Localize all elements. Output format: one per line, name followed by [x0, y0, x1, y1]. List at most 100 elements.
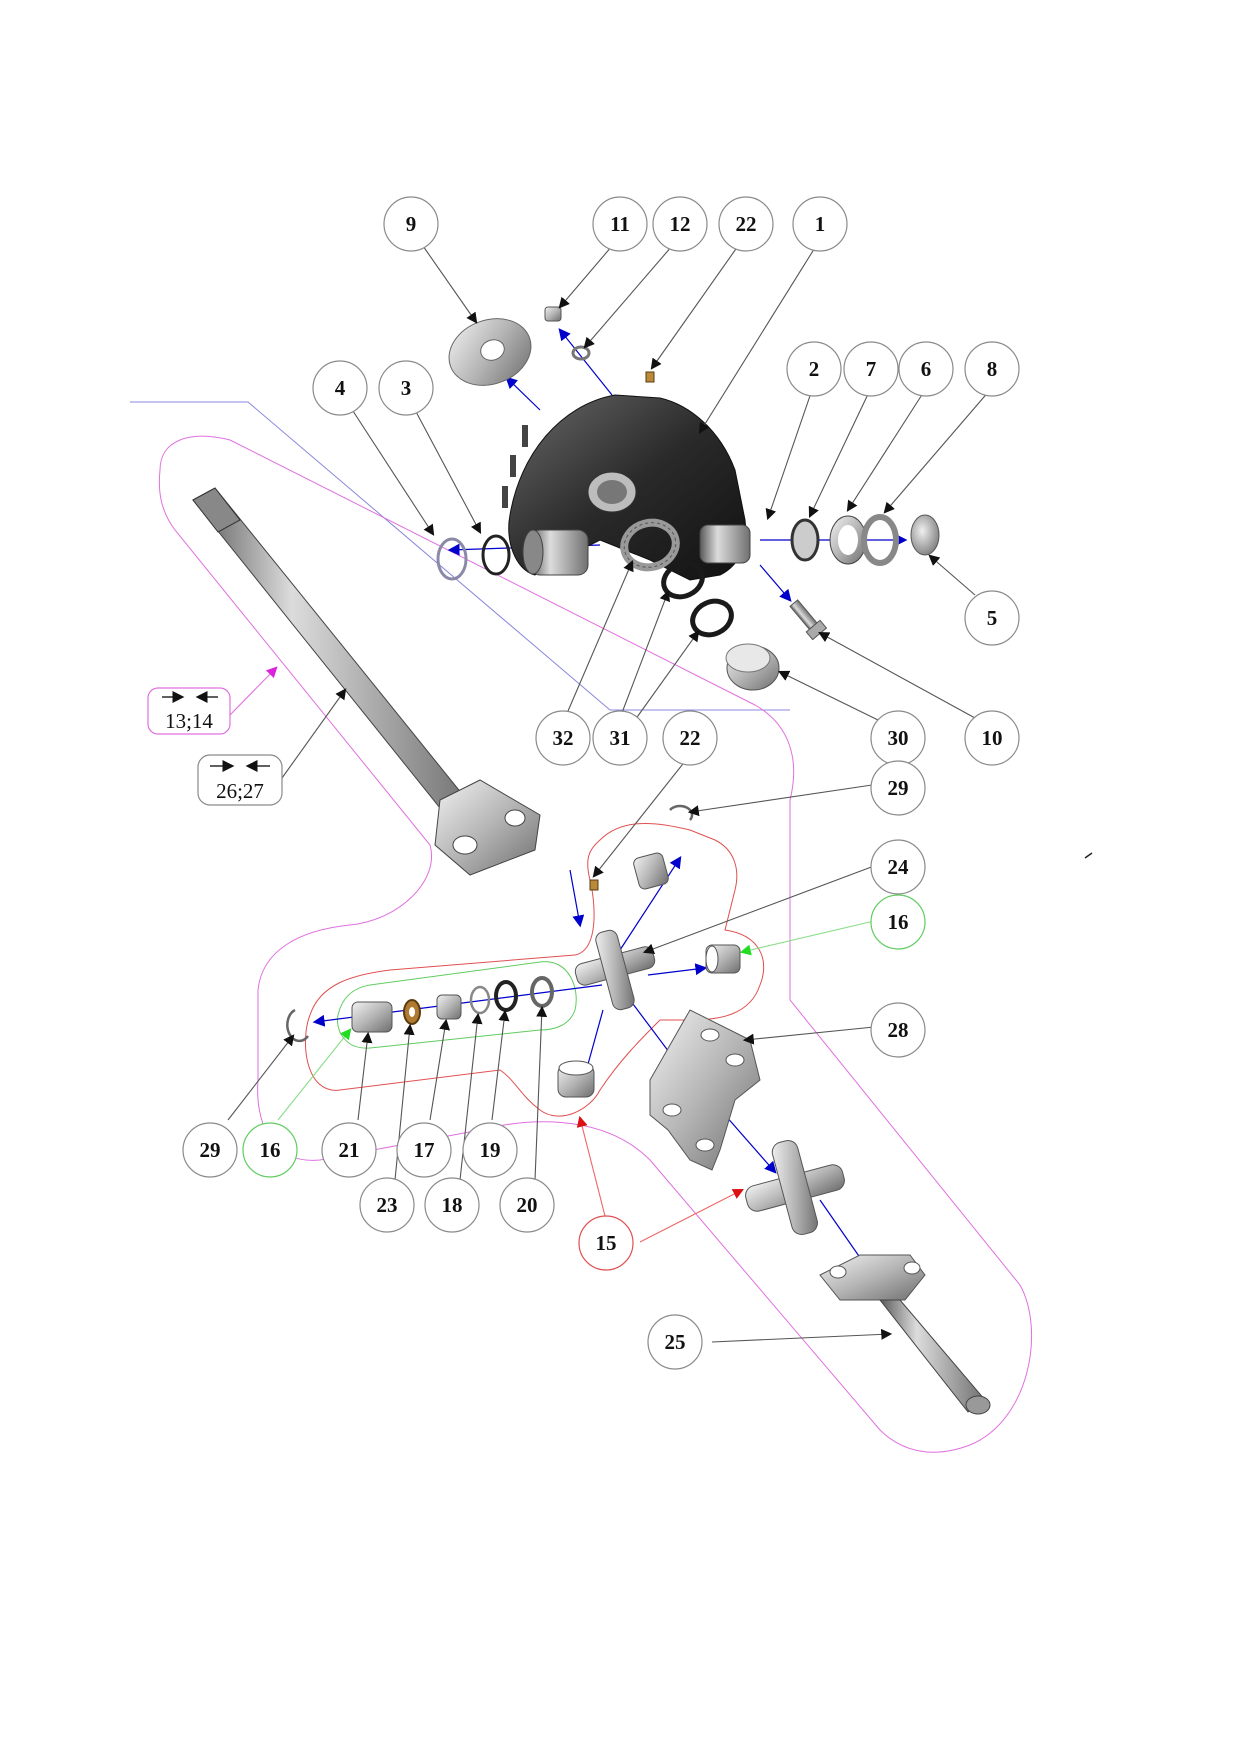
- callout-5: 5: [964, 590, 1020, 646]
- callout-label: 9: [406, 212, 417, 236]
- callout-label: 15: [596, 1231, 617, 1255]
- callout-7: 7: [843, 341, 899, 397]
- part-15-universal-joint: [745, 1140, 845, 1236]
- callout-circle: [870, 894, 926, 950]
- callout-2: 2: [786, 341, 842, 397]
- part-22-grease-nipple: [645, 371, 655, 383]
- callout-label: 22: [680, 726, 701, 750]
- callout-circle: [964, 341, 1020, 397]
- callout-circle: [647, 1314, 703, 1370]
- callout-label: 5: [987, 606, 998, 630]
- part-6-spacer: [861, 514, 899, 566]
- callout-circle: [718, 196, 774, 252]
- callout-30: 30: [870, 710, 926, 766]
- callout-label: 31: [610, 726, 631, 750]
- callout-label: 12: [670, 212, 691, 236]
- part-31-seal-b: [690, 598, 734, 638]
- callout-circle: [870, 1002, 926, 1058]
- callout-circle: [462, 1122, 518, 1178]
- part-22-grease-nipple-lower: [589, 879, 599, 891]
- bearing-set-outline: [336, 961, 577, 1049]
- part-31-seal-a: [661, 560, 705, 600]
- part-12-washer: [571, 345, 591, 361]
- part-23-thrust-washer: [403, 999, 421, 1025]
- kit-label-13-14: 13;14: [165, 709, 213, 733]
- callout-circle: [662, 710, 718, 766]
- callout-label: 16: [888, 910, 909, 934]
- callout-label: 21: [339, 1138, 360, 1162]
- callout-label: 29: [200, 1138, 221, 1162]
- callout-label: 28: [888, 1018, 909, 1042]
- callout-10: 10: [964, 710, 1020, 766]
- part-16-bearing-cup-lower: [557, 1060, 595, 1098]
- stray-mark: [1084, 852, 1093, 859]
- callout-32: 32: [535, 710, 591, 766]
- callout-label: 25: [665, 1330, 686, 1354]
- callout-17: 17: [396, 1122, 452, 1178]
- callout-circle: [592, 196, 648, 252]
- callout-22: 22: [718, 196, 774, 252]
- part-16-bearing-cup-right: [705, 944, 741, 974]
- callout-circle: [578, 1215, 634, 1271]
- callout-16: 16: [870, 894, 926, 950]
- part-25-stub-axle: [819, 1254, 991, 1415]
- leader-lines: [227, 245, 991, 1343]
- part-4-snap-ring: [436, 537, 468, 581]
- callout-circle: [870, 839, 926, 895]
- part-24-cross-spider: [574, 929, 656, 1011]
- callout-23: 23: [359, 1177, 415, 1233]
- callout-circle: [378, 360, 434, 416]
- part-2-seal: [790, 518, 820, 562]
- callout-label: 11: [610, 212, 630, 236]
- part-29-circlip-top: [669, 804, 694, 821]
- kit-box-13-14: 13;14: [147, 687, 231, 735]
- callout-label: 19: [480, 1138, 501, 1162]
- callout-circle: [383, 196, 439, 252]
- callout-25: 25: [647, 1314, 703, 1370]
- callout-21: 21: [321, 1122, 377, 1178]
- part-9-dust-shield: [448, 318, 532, 386]
- callout-label: 18: [442, 1193, 463, 1217]
- callout-circle: [592, 710, 648, 766]
- callout-label: 30: [888, 726, 909, 750]
- callout-label: 7: [866, 357, 877, 381]
- callout-circle: [843, 341, 899, 397]
- callout-20: 20: [499, 1177, 555, 1233]
- part-32-needle-bearing: [620, 518, 680, 572]
- callout-12: 12: [652, 196, 708, 252]
- callout-29: 29: [182, 1122, 238, 1178]
- callout-circle: [242, 1122, 298, 1178]
- callout-circle: [359, 1177, 415, 1233]
- callout-label: 1: [815, 212, 826, 236]
- callout-label: 4: [335, 376, 346, 400]
- part-7-bearing-race: [829, 515, 867, 565]
- kit-label-26-27: 26;27: [216, 779, 264, 803]
- callout-11: 11: [592, 196, 648, 252]
- part-8-cap: [910, 514, 940, 556]
- callout-22: 22: [662, 710, 718, 766]
- callout-15: 15: [578, 1215, 634, 1271]
- callout-circle: [870, 760, 926, 816]
- joint-group-outline: [304, 822, 765, 1117]
- callout-label: 8: [987, 357, 998, 381]
- parts: [192, 306, 1093, 1415]
- callout-circle: [964, 710, 1020, 766]
- callout-28: 28: [870, 1002, 926, 1058]
- callout-3: 3: [378, 360, 434, 416]
- callout-9: 9: [383, 196, 439, 252]
- callout-circle: [396, 1122, 452, 1178]
- part-29-circlip-left: [286, 1008, 310, 1043]
- callout-label: 2: [809, 357, 820, 381]
- callout-label: 17: [414, 1138, 435, 1162]
- callout-label: 29: [888, 776, 909, 800]
- callout-29: 29: [870, 760, 926, 816]
- callout-label: 6: [921, 357, 932, 381]
- callout-label: 32: [553, 726, 574, 750]
- part-17-needle-roller: [436, 994, 462, 1020]
- callout-circle: [424, 1177, 480, 1233]
- callout-label: 20: [517, 1193, 538, 1217]
- callout-label: 10: [982, 726, 1003, 750]
- part-16-bearing-cup-top: [633, 852, 669, 890]
- callout-8: 8: [964, 341, 1020, 397]
